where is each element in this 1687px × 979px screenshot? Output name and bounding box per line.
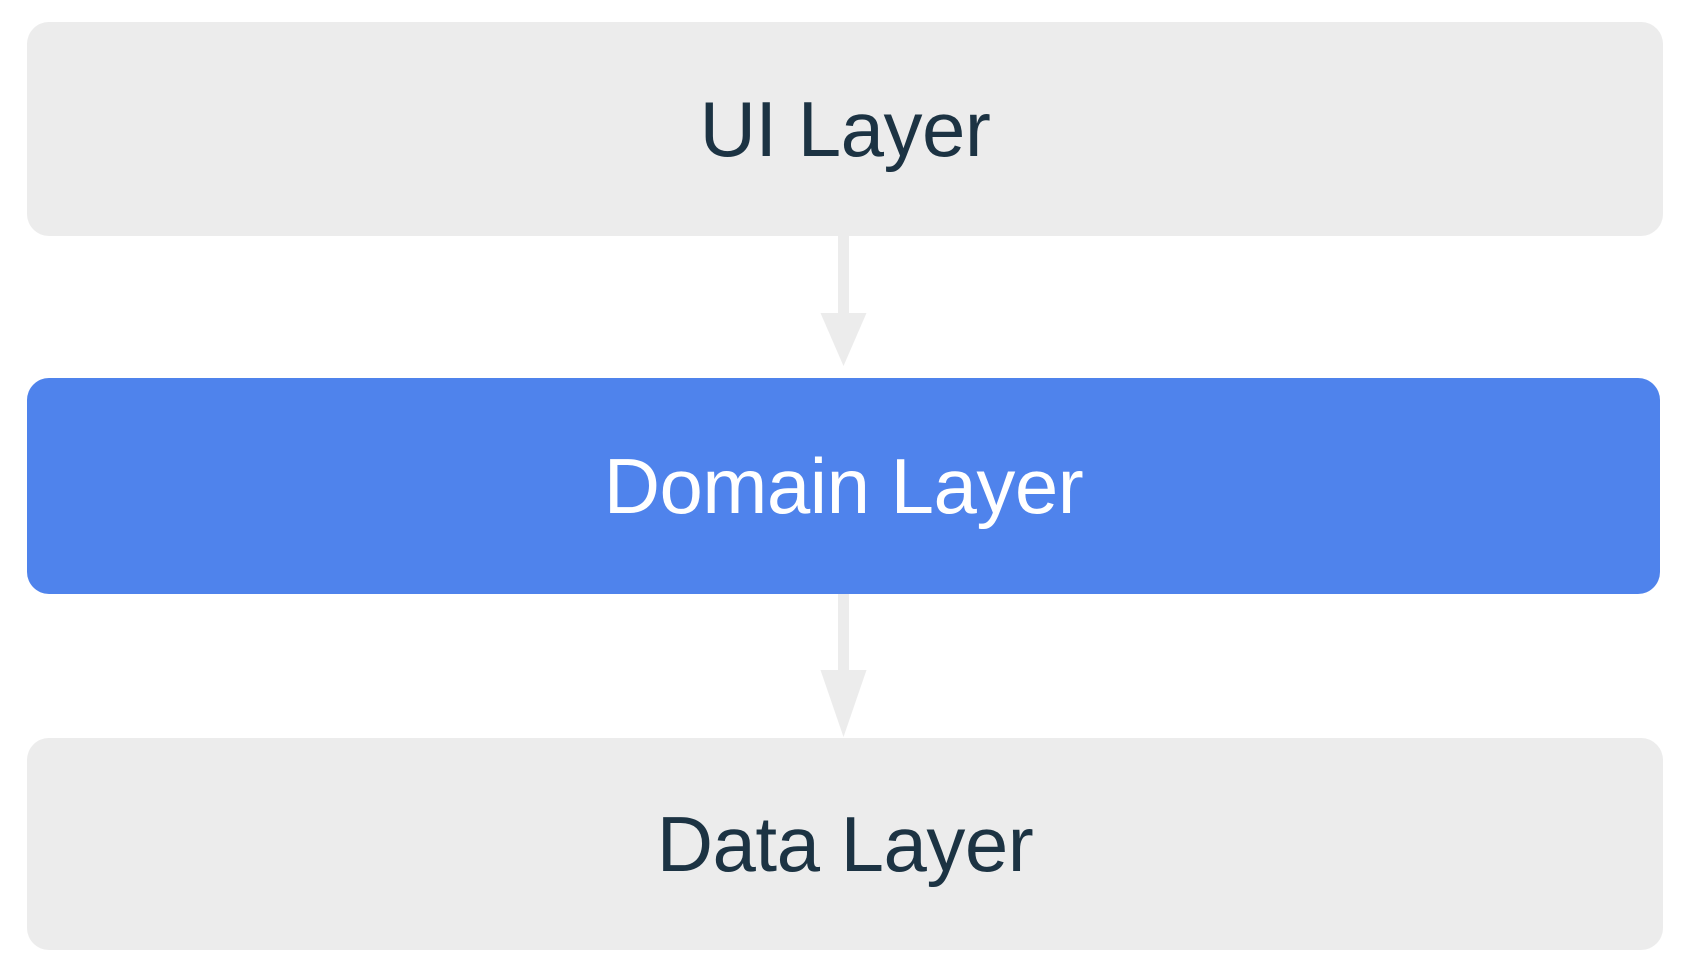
node-domain-layer-label: Domain Layer bbox=[603, 442, 1084, 530]
node-ui-layer[interactable]: UI Layer bbox=[27, 22, 1663, 236]
node-data-layer-label: Data Layer bbox=[656, 800, 1034, 888]
edge-domain-to-data[interactable] bbox=[816, 594, 872, 736]
node-domain-layer[interactable]: Domain Layer bbox=[27, 378, 1660, 594]
node-ui-layer-label: UI Layer bbox=[699, 85, 991, 173]
edge-ui-to-domain[interactable] bbox=[816, 236, 872, 366]
node-data-layer[interactable]: Data Layer bbox=[27, 738, 1663, 950]
